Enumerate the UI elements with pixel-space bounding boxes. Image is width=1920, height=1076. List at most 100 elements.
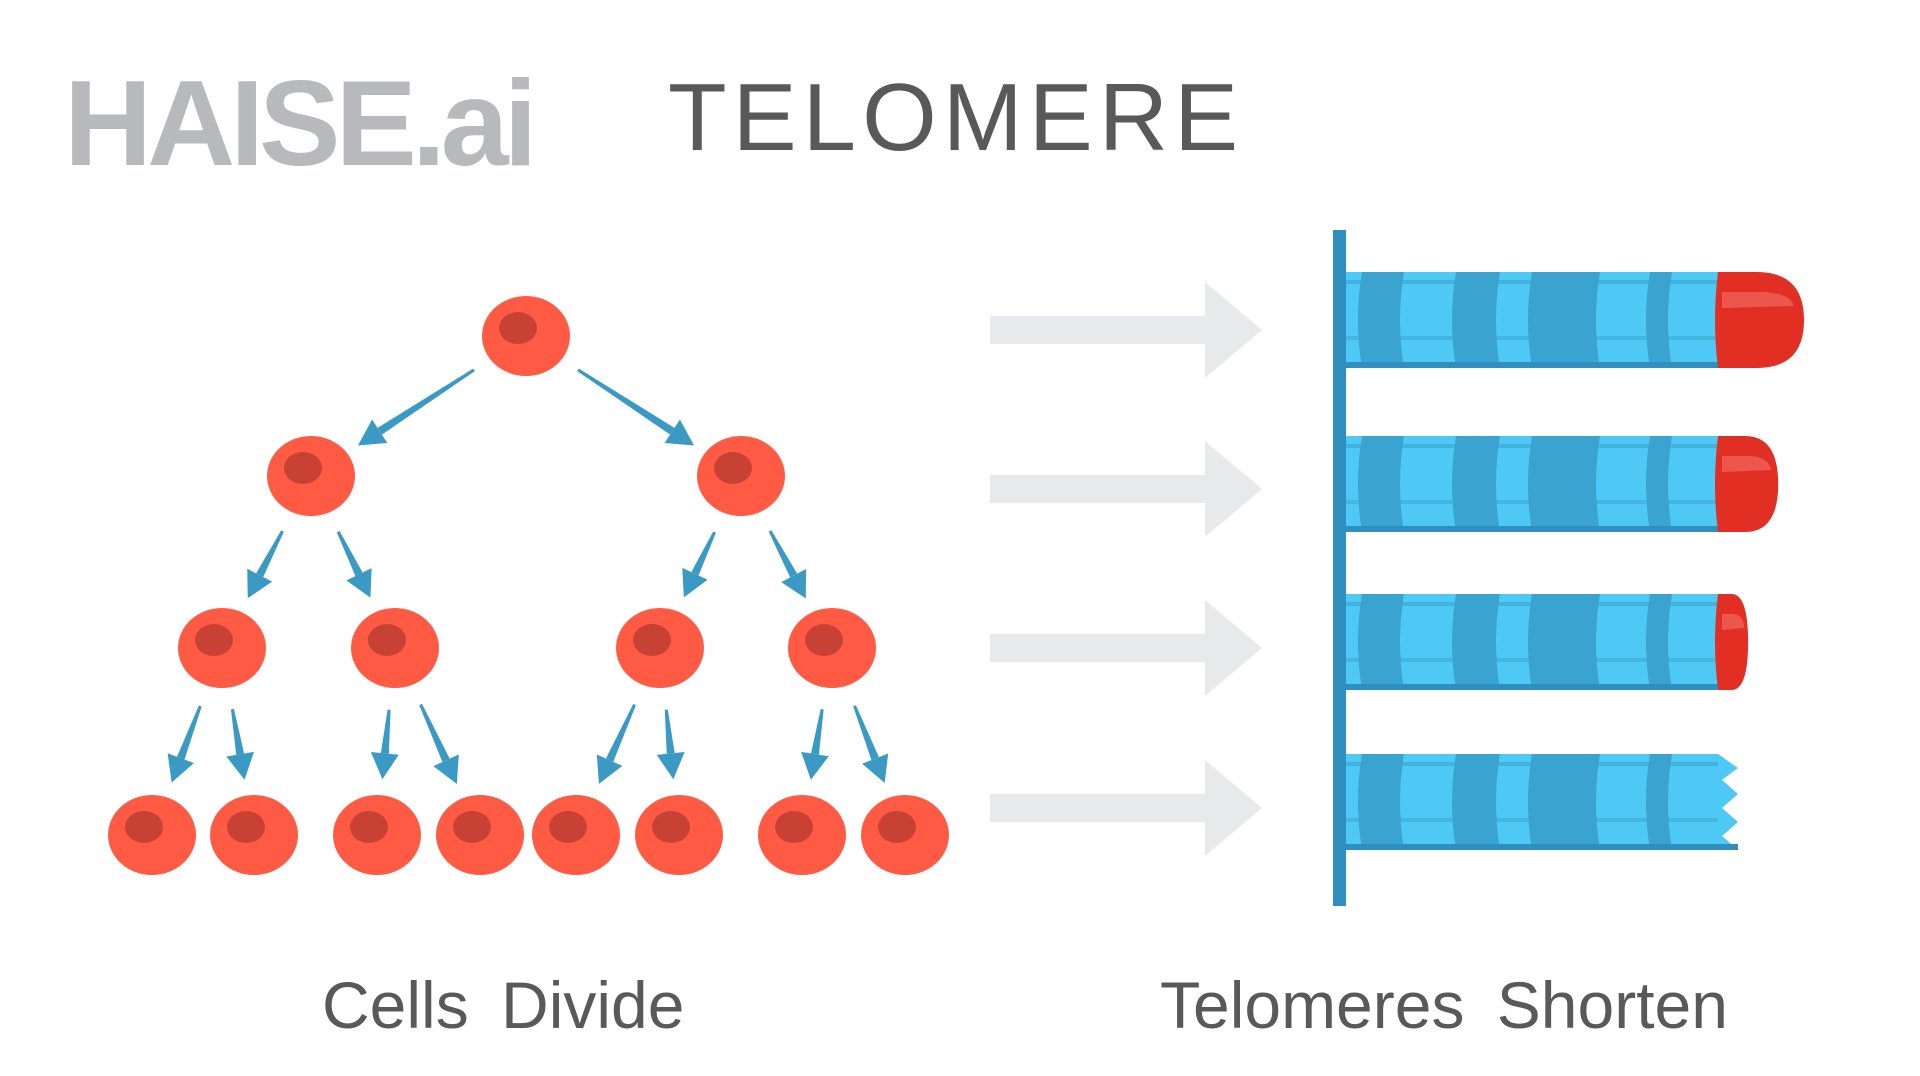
chromosome-dark-band: [1358, 594, 1404, 690]
cell-nucleus: [775, 811, 813, 843]
chromosome-dark-band: [1452, 272, 1500, 368]
transition-arrow: [990, 282, 1262, 378]
cell-nucleus: [125, 811, 163, 843]
chromosome-stripe: [1346, 658, 1718, 662]
chromosome-dark-band: [1528, 436, 1600, 532]
chromosome-dark-band: [1358, 754, 1404, 850]
division-arrow-head: [247, 568, 273, 599]
cell: [697, 436, 785, 516]
page-title: TELOMERE: [668, 64, 1244, 171]
division-arrow-shaft: [577, 368, 675, 435]
division-arrow-shaft: [605, 703, 636, 762]
cell: [482, 296, 570, 376]
caption-cells-divide: Cells Divide: [322, 968, 684, 1042]
cell-nucleus: [499, 312, 537, 344]
cell-nucleus: [549, 811, 587, 843]
chromosome-diagram: [1333, 230, 1804, 906]
chromosome-arm: [1346, 272, 1804, 368]
chromosome-base-stripe: [1346, 844, 1718, 850]
chromosome-dark-band: [1646, 272, 1672, 368]
chromosome-stripe: [1346, 280, 1718, 284]
division-arrow-shaft: [230, 708, 245, 755]
division-arrow-shaft: [336, 531, 363, 577]
chromosome-stripe: [1346, 762, 1718, 766]
chromosome-stripe: [1346, 818, 1718, 822]
cell-nucleus: [878, 811, 916, 843]
division-arrow-shaft: [768, 530, 798, 578]
chromosome-dark-band: [1646, 436, 1672, 532]
chromosome-base-stripe: [1346, 362, 1718, 368]
division-arrow-head: [781, 568, 807, 599]
cell-nucleus: [368, 624, 406, 656]
division-arrow-shaft: [380, 709, 391, 754]
telomere-cap: [1715, 436, 1779, 532]
chromosome-dark-band: [1452, 594, 1500, 690]
cell-nucleus: [652, 811, 690, 843]
chromosome-stripe: [1346, 336, 1718, 340]
division-arrow-head: [596, 754, 623, 784]
cell-nucleus: [633, 624, 671, 656]
chromosome-base-stripe: [1346, 526, 1718, 532]
transition-arrow: [990, 441, 1262, 537]
chromosome-dark-band: [1646, 754, 1672, 850]
transition-arrows: [990, 282, 1262, 856]
cell-nucleus: [227, 811, 265, 843]
cell: [635, 795, 723, 875]
cell-nucleus: [195, 624, 233, 656]
division-arrow-shaft: [419, 703, 450, 763]
division-arrow-head: [433, 754, 459, 785]
cell: [436, 795, 524, 875]
chromosome-arm: [1346, 594, 1749, 690]
cell-nucleus: [350, 811, 388, 843]
cell: [861, 795, 949, 875]
cell-division-tree: [108, 296, 949, 875]
chromosome-stripe: [1346, 500, 1718, 504]
chromosome-stripe: [1346, 602, 1718, 606]
chromosome-dark-band: [1452, 436, 1500, 532]
cell: [267, 436, 355, 516]
division-arrow-head: [664, 419, 695, 446]
chromosome-dark-band: [1528, 754, 1600, 850]
chromosome-stripe: [1346, 444, 1718, 448]
chromosome-arm: [1346, 436, 1779, 532]
frayed-chromosome-end: [1718, 754, 1738, 850]
chromosome-dark-band: [1528, 272, 1600, 368]
cell: [616, 608, 704, 688]
chromosome-dark-band: [1358, 272, 1404, 368]
cell: [532, 795, 620, 875]
division-arrow-head: [862, 753, 889, 783]
chromosome-arm: [1346, 754, 1738, 850]
chromosome-dark-band: [1646, 594, 1672, 690]
cell-nucleus: [284, 452, 322, 484]
telomere-cap-highlight: [1722, 614, 1745, 630]
cell-nucleus: [714, 452, 752, 484]
cell: [758, 795, 846, 875]
transition-arrow: [990, 600, 1262, 696]
chromosome-backbone: [1333, 230, 1346, 906]
division-arrow-shaft: [377, 368, 475, 435]
telomere-cap: [1715, 272, 1804, 368]
caption-telomeres-shorten: Telomeres Shorten: [1160, 968, 1728, 1042]
division-arrow-head: [167, 753, 194, 783]
division-arrow-shaft: [691, 531, 716, 576]
cell: [108, 795, 196, 875]
division-arrow-shaft: [664, 709, 675, 754]
division-arrow-head: [226, 751, 254, 780]
division-arrow-head: [370, 752, 399, 780]
cell-nucleus: [805, 624, 843, 656]
chromosome-dark-band: [1358, 436, 1404, 532]
cell-nucleus: [453, 811, 491, 843]
division-arrow-head: [656, 752, 685, 780]
division-arrow-shaft: [811, 708, 824, 755]
cell: [178, 608, 266, 688]
transition-arrow: [990, 760, 1262, 856]
cell: [333, 795, 421, 875]
telomere-cap: [1715, 594, 1749, 690]
cell: [788, 608, 876, 688]
division-arrow-shaft: [177, 705, 202, 760]
cell: [210, 795, 298, 875]
telomere-cap-highlight: [1722, 456, 1771, 472]
cell: [351, 608, 439, 688]
